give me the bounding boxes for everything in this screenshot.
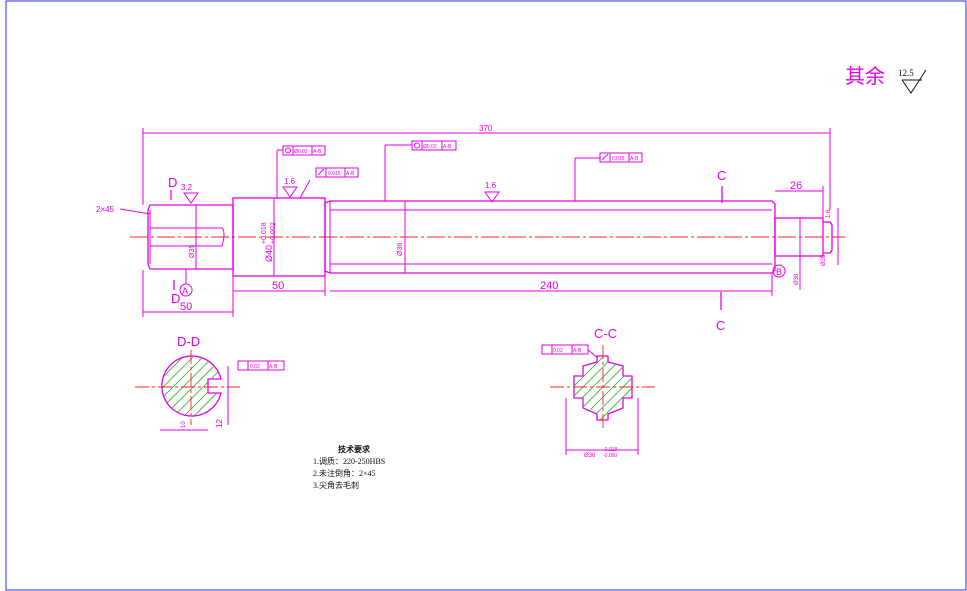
tolerance-frame-symmetry [237,360,285,371]
roughness-symbol-icon [901,69,927,94]
runout-icon-2 [601,153,609,161]
datum-b-label: B [776,267,782,277]
cc-spline-lower: -0.050 [603,453,617,459]
dim-left-journal-length: 50 [180,301,192,313]
shaft-right-end [823,221,833,254]
tolerance-frame-concentricity-1 [282,145,326,156]
remaining-roughness-value: 12.5 [898,68,914,78]
tol-cc: 0.02 [553,348,563,354]
tech-notes-heading: 技术要求 [338,444,371,454]
cc-spline-diameter: Ø36 [584,453,596,459]
concentricity-icon-2 [414,142,420,149]
section-mark-d-top: D [168,175,177,190]
section-dd-view [135,350,240,425]
dd-key-depth: 12 [215,419,224,428]
section-mark-d-bottom: D [171,291,180,306]
tol-datum-3: A-B [443,144,452,150]
remaining-label: 其余 [845,65,885,88]
section-title-dd: D-D [177,334,200,349]
dim-right-end-diameter: Ø28 [821,254,827,266]
shaft-main-body [324,200,776,274]
tech-note-3: 3.尖角去毛刺 [313,480,359,490]
tol-runout-1: 0.015 [328,171,341,177]
section-mark-c-bottom: C [716,318,725,333]
tolerance-frame-concentricity-2 [411,140,457,151]
tol-datum-1: A-B [313,149,322,155]
runout-icon [317,168,325,176]
shaft-right-step [774,217,824,257]
tol-concentricity-1: Ø0.02 [294,149,308,155]
roughness-a-icon [183,192,199,204]
dim-overall-length: 370 [479,124,493,133]
dim-right-diameter: Ø30 [794,273,800,285]
tol-datum-2: A-B [346,171,355,177]
roughness-c-icon [484,191,500,203]
tol-datum-6: A-B [573,348,582,354]
tol-symmetry: 0.02 [250,364,260,370]
dim-left-diameter: Ø35 [189,245,196,258]
roughness-a-value: 3.2 [181,183,193,192]
tol-concentricity-2: Ø0.02 [423,144,437,150]
tol-runout-2: 0.015 [612,156,625,162]
roughness-c-value: 1.6 [485,181,497,190]
tolerance-frame-cc [541,344,589,355]
drawing-frame [5,0,967,591]
concentricity-icon [285,147,291,154]
tol-datum-4: A-B [630,156,639,162]
dim-right-small: 1.6 [826,209,832,218]
dim-journal-lower-dev: +0.002 [270,222,277,244]
dim-right-step-length: 26 [790,180,802,192]
tolerance-frame-runout-2 [599,152,643,163]
chamfer-note: 2×45 [96,205,115,214]
dim-body-diameter: Ø36 [397,243,404,256]
cc-spline-upper: -0.018 [603,447,617,453]
dim-journal-upper-dev: +0.018 [261,222,268,244]
datum-a-label: A [182,286,188,296]
roughness-b-value: 1.6 [284,177,296,186]
tol-datum-5: A-B [269,364,278,370]
tech-note-2: 2.未注倒角：2×45 [313,468,376,478]
dim-shoulder-length: 50 [272,280,284,292]
datum-b-icon [772,264,786,278]
roughness-b-icon [282,186,298,198]
tolerance-frame-runout-1 [315,167,359,178]
section-mark-c-top: C [717,168,726,183]
dd-key-width: 10 [181,421,187,428]
dim-body-length: 240 [540,280,558,292]
keyway [150,227,225,247]
section-title-cc: C-C [594,326,617,341]
dim-journal-diameter: Ø40 [264,245,274,262]
tech-note-1: 1.调质：220-250HBS [313,456,385,466]
